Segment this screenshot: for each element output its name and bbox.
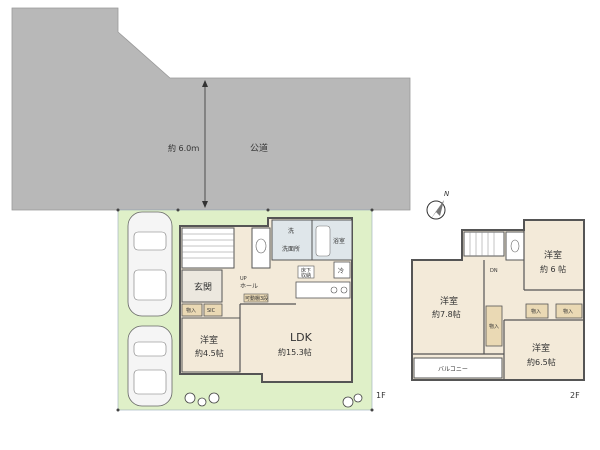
western-room-1f-area: 約4.5帖: [195, 348, 224, 358]
closet-1f-label: 物入: [186, 307, 196, 314]
closet-2f-3-label: 物入: [489, 323, 499, 330]
north-arrow: [426, 200, 446, 220]
entrance-label: 玄関: [194, 281, 212, 293]
shrubs: [184, 392, 363, 408]
western-room-b-name: 洋室: [544, 249, 562, 261]
sic-label: SIC: [207, 308, 216, 314]
floor-2: DN 洋室 約 6 帖 物入 物入 洋室 約7.8帖 物入 洋室 約6.5帖 バ…: [411, 219, 585, 381]
car-1: [127, 211, 173, 317]
underfloor-storage-label-1: 床下: [301, 267, 311, 274]
up-label: UP: [240, 276, 247, 282]
underfloor-storage-label-2: 収納: [301, 272, 311, 279]
adjustable-shelf-label: 可動棚3段: [245, 295, 268, 302]
western-room-a-area: 約7.8帖: [432, 309, 461, 319]
balcony-label: バルコニー: [438, 366, 468, 373]
western-room-a-name: 洋室: [440, 295, 458, 307]
western-room-b-area: 約 6 帖: [540, 264, 566, 274]
floor-2-label: 2F: [570, 391, 580, 400]
ldk-name: LDK: [290, 331, 313, 344]
dn-label: DN: [490, 268, 498, 274]
western-room-1f-name: 洋室: [200, 334, 218, 346]
floor-1: 洗 洗面所 浴室 冷 床下 収納 玄関 UP ホール 物入 SIC 可動棚3段 …: [179, 217, 353, 383]
closet-2f-2-label: 物入: [563, 308, 573, 315]
hall-label: ホール: [240, 283, 258, 290]
floor-1-label: 1F: [376, 391, 386, 400]
car-2: [127, 325, 173, 407]
fridge-label: 冷: [338, 267, 344, 275]
wash-label: 洗: [288, 227, 294, 235]
bath-label: 浴室: [333, 237, 345, 245]
road-width-label: 約 6.0ｍ: [168, 143, 199, 153]
washroom-label: 洗面所: [282, 245, 300, 253]
western-room-c-area: 約6.5帖: [527, 357, 556, 367]
closet-2f-1-label: 物入: [531, 308, 541, 315]
ldk-area: 約15.3帖: [278, 347, 312, 357]
north-label: N: [444, 190, 450, 198]
public-road: [11, 7, 411, 211]
western-room-c-name: 洋室: [532, 342, 550, 354]
road-name-label: 公道: [250, 142, 268, 154]
